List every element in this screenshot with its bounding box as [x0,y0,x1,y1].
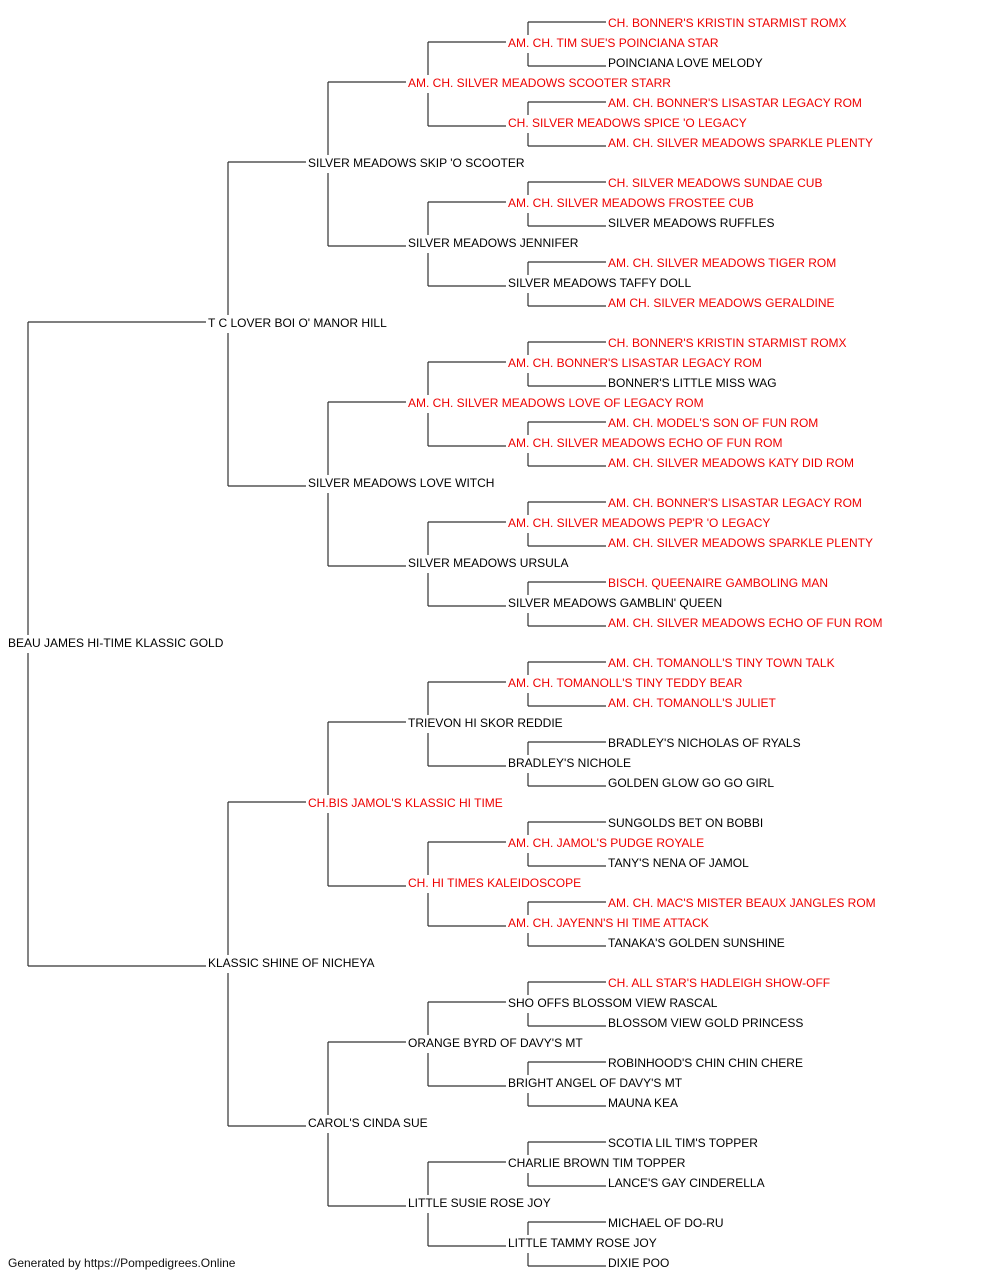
pedigree-name-p14: LITTLE SUSIE ROSE JOY [408,1196,551,1210]
pedigree-name-p55: CH. ALL STAR'S HADLEIGH SHOW-OFF [608,976,830,990]
pedigree-name-p37: AM. CH. SILVER MEADOWS TIGER ROM [608,256,836,270]
pedigree-name-p59: SCOTIA LIL TIM'S TOPPER [608,1136,758,1150]
pedigree-name-p11: TRIEVON HI SKOR REDDIE [408,716,563,730]
pedigree-name-p36: SILVER MEADOWS RUFFLES [608,216,774,230]
pedigree-name-p23: AM. CH. TOMANOLL'S TINY TEDDY BEAR [508,676,743,690]
pedigree-name-p38: AM CH. SILVER MEADOWS GERALDINE [608,296,834,310]
pedigree-name-p54: TANAKA'S GOLDEN SUNSHINE [608,936,785,950]
pedigree-name-p49: BRADLEY'S NICHOLAS OF RYALS [608,736,801,750]
pedigree-name-p44: AM. CH. SILVER MEADOWS SPARKLE PLENTY [608,536,873,550]
pedigree-name-p33: AM. CH. BONNER'S LISASTAR LEGACY ROM [608,96,862,110]
pedigree-name-p45: BISCH. QUEENAIRE GAMBOLING MAN [608,576,828,590]
pedigree-name-labels: BEAU JAMES HI-TIME KLASSIC GOLD T C LOVER… [8,16,882,1270]
pedigree-name-p24: BRADLEY'S NICHOLE [508,756,631,770]
pedigree-name-p13: ORANGE BYRD OF DAVY'S MT [408,1036,583,1050]
pedigree-name-p47: AM. CH. TOMANOLL'S TINY TOWN TALK [608,656,835,670]
pedigree-name-p51: SUNGOLDS BET ON BOBBI [608,816,763,830]
pedigree-connector-lines [27,21,606,1267]
pedigree-name-p46: AM. CH. SILVER MEADOWS ECHO OF FUN ROM [608,616,882,630]
pedigree-name-p52: TANY'S NENA OF JAMOL [608,856,749,870]
pedigree-name-p53: AM. CH. MAC'S MISTER BEAUX JANGLES ROM [608,896,876,910]
pedigree-name-p31: CH. BONNER'S KRISTIN STARMIST ROMX [608,16,847,30]
pedigree-name-p19: AM. CH. BONNER'S LISASTAR LEGACY ROM [508,356,762,370]
pedigree-name-p39: CH. BONNER'S KRISTIN STARMIST ROMX [608,336,847,350]
generator-credit: Generated by https://Pompedigrees.Online [8,1256,236,1270]
pedigree-name-p29: CHARLIE BROWN TIM TOPPER [508,1156,686,1170]
pedigree-name-p25: AM. CH. JAMOL'S PUDGE ROYALE [508,836,704,850]
pedigree-name-p5: CH.BIS JAMOL'S KLASSIC HI TIME [308,796,503,810]
pedigree-name-p30: LITTLE TAMMY ROSE JOY [508,1236,657,1250]
pedigree-name-p61: MICHAEL OF DO-RU [608,1216,724,1230]
pedigree-name-p26: AM. CH. JAYENN'S HI TIME ATTACK [508,916,709,930]
pedigree-name-p42: AM. CH. SILVER MEADOWS KATY DID ROM [608,456,854,470]
pedigree-name-p3: SILVER MEADOWS SKIP 'O SCOOTER [308,156,525,170]
pedigree-name-p56: BLOSSOM VIEW GOLD PRINCESS [608,1016,803,1030]
pedigree-name-p58: MAUNA KEA [608,1096,678,1110]
pedigree-name-p4: SILVER MEADOWS LOVE WITCH [308,476,494,490]
pedigree-name-p35: CH. SILVER MEADOWS SUNDAE CUB [608,176,822,190]
pedigree-name-p50: GOLDEN GLOW GO GO GIRL [608,776,774,790]
pedigree-name-p17: AM. CH. SILVER MEADOWS FROSTEE CUB [508,196,754,210]
pedigree-name-p43: AM. CH. BONNER'S LISASTAR LEGACY ROM [608,496,862,510]
pedigree-name-p1: T C LOVER BOI O' MANOR HILL [208,316,387,330]
pedigree-name-p16: CH. SILVER MEADOWS SPICE 'O LEGACY [508,116,747,130]
pedigree-name-p2: KLASSIC SHINE OF NICHEYA [208,956,374,970]
pedigree-name-p28: BRIGHT ANGEL OF DAVY'S MT [508,1076,683,1090]
pedigree-name-p8: SILVER MEADOWS JENNIFER [408,236,579,250]
pedigree-name-p6: CAROL'S CINDA SUE [308,1116,428,1130]
pedigree-name-p21: AM. CH. SILVER MEADOWS PEP'R 'O LEGACY [508,516,770,530]
pedigree-name-p18: SILVER MEADOWS TAFFY DOLL [508,276,691,290]
pedigree-name-p0: BEAU JAMES HI-TIME KLASSIC GOLD [8,636,224,650]
pedigree-name-p10: SILVER MEADOWS URSULA [408,556,568,570]
pedigree-name-p15: AM. CH. TIM SUE'S POINCIANA STAR [508,36,719,50]
pedigree-name-p20: AM. CH. SILVER MEADOWS ECHO OF FUN ROM [508,436,782,450]
pedigree-name-p9: AM. CH. SILVER MEADOWS LOVE OF LEGACY RO… [408,396,704,410]
pedigree-name-p12: CH. HI TIMES KALEIDOSCOPE [408,876,581,890]
pedigree-name-p7: AM. CH. SILVER MEADOWS SCOOTER STARR [408,76,671,90]
pedigree-name-p22: SILVER MEADOWS GAMBLIN' QUEEN [508,596,722,610]
pedigree-name-p34: AM. CH. SILVER MEADOWS SPARKLE PLENTY [608,136,873,150]
pedigree-name-p48: AM. CH. TOMANOLL'S JULIET [608,696,777,710]
pedigree-name-p40: BONNER'S LITTLE MISS WAG [608,376,777,390]
pedigree-name-p27: SHO OFFS BLOSSOM VIEW RASCAL [508,996,718,1010]
pedigree-name-p32: POINCIANA LOVE MELODY [608,56,763,70]
pedigree-name-p41: AM. CH. MODEL'S SON OF FUN ROM [608,416,818,430]
pedigree-name-p62: DIXIE POO [608,1256,669,1270]
pedigree-name-p60: LANCE'S GAY CINDERELLA [608,1176,765,1190]
pedigree-name-p57: ROBINHOOD'S CHIN CHIN CHERE [608,1056,803,1070]
